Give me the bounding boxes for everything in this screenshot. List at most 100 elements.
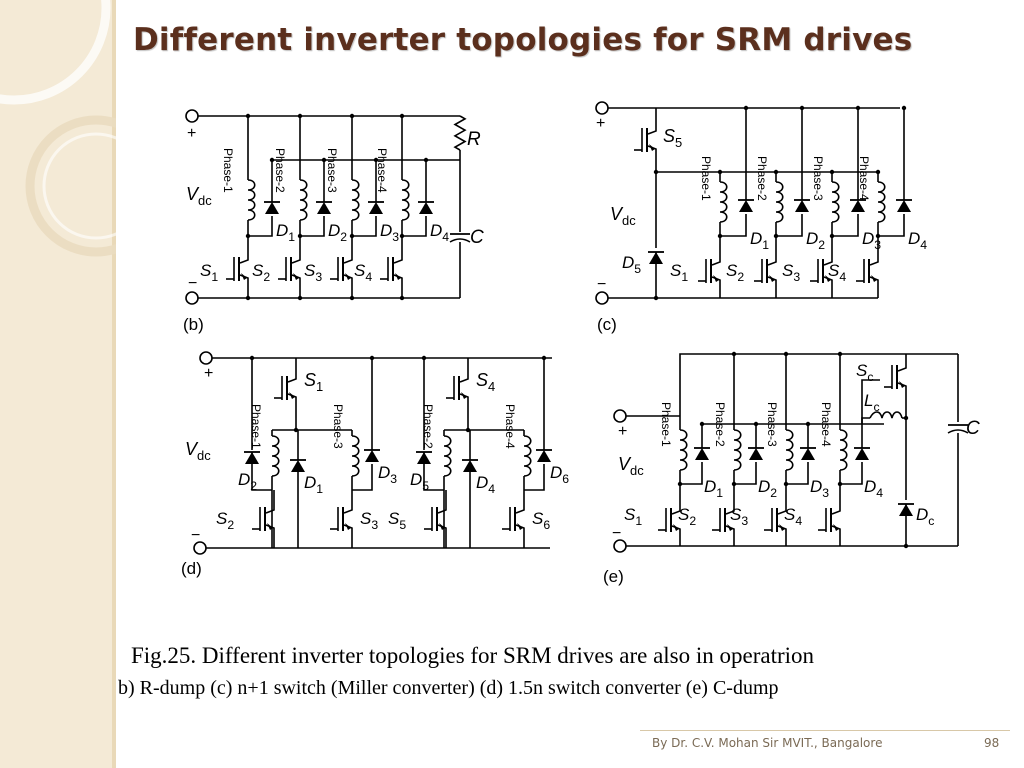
phase-coil <box>299 179 308 221</box>
minus-sign: − <box>191 527 200 544</box>
terminal <box>185 109 199 123</box>
plus-sign: + <box>596 115 605 132</box>
vdc-label: Vdc <box>186 184 212 208</box>
capacitor-label: C <box>966 418 980 439</box>
wire <box>352 216 377 237</box>
phase-label: Phase-1 <box>659 402 673 447</box>
junction-dot <box>837 351 843 357</box>
terminal <box>185 291 199 305</box>
junction-dot <box>399 233 405 239</box>
phase-label: Phase-1 <box>221 148 235 193</box>
wire <box>248 216 273 237</box>
vdc-label: Vdc <box>618 454 644 478</box>
switch-arrow <box>673 524 679 531</box>
diagram-c-miller: +−VdcS5D5Phase-1D1S1Phase-2D2S2Phase-3D3… <box>595 101 927 334</box>
page-number: 98 <box>984 736 1000 750</box>
switch-arrow <box>395 273 401 280</box>
wire <box>832 214 859 237</box>
diode-symbol <box>749 448 763 460</box>
terminal <box>595 291 609 305</box>
phase-coil <box>775 181 784 223</box>
diode-label: D5 <box>410 470 429 493</box>
lc-label: Lc <box>864 391 880 414</box>
junction-dot <box>269 157 275 163</box>
junction-dot <box>875 233 881 239</box>
junction-dot <box>731 481 737 487</box>
junction-dot <box>245 233 251 239</box>
phase-coil <box>839 429 848 471</box>
slide-title: Different inverter topologies for SRM dr… <box>133 22 913 58</box>
wire <box>671 494 681 515</box>
phase-label: Phase-1 <box>249 404 263 449</box>
wire <box>459 358 469 383</box>
junction-dot <box>293 427 299 433</box>
junction-dot <box>837 481 843 487</box>
wire <box>515 490 525 514</box>
terminal <box>199 351 213 365</box>
junction-dot <box>783 481 789 487</box>
diode-label: D3 <box>378 463 397 486</box>
diode-label: D4 <box>908 229 927 252</box>
junction-dot <box>653 295 659 301</box>
diode-symbol <box>365 450 379 462</box>
phase-label: Phase-2 <box>755 156 769 201</box>
d5-label: D5 <box>622 253 641 276</box>
wire <box>823 244 833 266</box>
diode-label: D1 <box>704 477 723 500</box>
wire <box>711 244 721 266</box>
diode-symbol <box>739 200 753 212</box>
junction-dot <box>805 421 811 427</box>
switch-label: S3 <box>782 261 800 284</box>
diode-symbol <box>291 460 305 472</box>
diagram-b-r-dump: +−VdcPhase-1D1S1Phase-2D2S2Phase-3D3S3Ph… <box>183 109 484 334</box>
figure-caption-line-1: Fig.25. Different inverter topologies fo… <box>131 643 815 668</box>
vdc-label: Vdc <box>185 439 211 463</box>
junction-dot <box>875 169 881 175</box>
wire <box>734 462 757 485</box>
minus-sign: − <box>612 525 621 542</box>
phase-label: Phase-4 <box>375 148 389 193</box>
junction-dot <box>855 105 861 111</box>
top-switch-label: S1 <box>304 370 323 394</box>
switch-label: S4 <box>828 261 846 284</box>
wire <box>647 108 657 135</box>
junction-dot <box>297 113 303 119</box>
phase-coil <box>679 429 688 471</box>
diode-label: D6 <box>550 463 569 486</box>
junction-dot <box>297 295 303 301</box>
phase-coil <box>877 181 886 223</box>
switch-label: S6 <box>532 509 550 532</box>
plus-sign: + <box>187 125 196 142</box>
junction-dot <box>799 105 805 111</box>
resistor <box>453 115 467 151</box>
switch-arrow <box>899 381 905 388</box>
phase-coil <box>271 435 280 477</box>
diode-label: D4 <box>864 477 883 500</box>
diode-label: D1 <box>276 221 295 244</box>
switch-arrow <box>517 523 523 530</box>
switch-label: S2 <box>252 261 270 284</box>
switch-arrow <box>825 275 831 282</box>
wire <box>869 244 879 266</box>
switch-arrow <box>649 144 655 151</box>
s5-label: S5 <box>663 126 682 150</box>
wire <box>291 240 301 264</box>
switch-label: S5 <box>388 509 406 532</box>
wire <box>343 240 353 264</box>
figure-caption-line-2: b) R-dump (c) n+1 switch (Miller convert… <box>118 677 779 699</box>
diagram-e-label: (e) <box>603 567 624 586</box>
junction-dot <box>297 233 303 239</box>
junction-dot <box>901 105 907 111</box>
wire <box>720 214 747 237</box>
diagram-b-label: (b) <box>183 315 204 334</box>
phase-label: Phase-3 <box>331 404 345 449</box>
sidebar-edge <box>112 0 116 768</box>
junction-dot <box>349 233 355 239</box>
switch-arrow <box>293 273 299 280</box>
diode-label: D3 <box>380 221 399 244</box>
switch-arrow <box>871 275 877 282</box>
junction-dot <box>717 233 723 239</box>
wire <box>287 358 297 383</box>
sc-label: Sc <box>856 361 873 384</box>
